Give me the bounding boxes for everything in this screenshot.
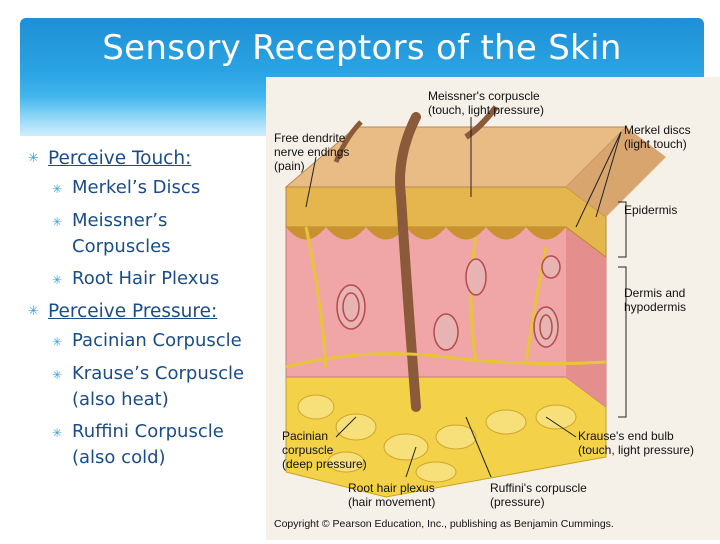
sub-bullet-text: Meissner’s Corpuscles [72,210,171,257]
skin-illustration [284,105,666,498]
copyright-text: Copyright © Pearson Education, Inc., pub… [274,518,614,530]
asterisk-bullet-icon: ✳ [52,182,63,196]
bullet-pressure: ✳ Perceive Pressure: [28,301,268,322]
sub-bullet-text: Merkel’s Discs [72,177,201,198]
label-free-dendrite: Free dendrite nerve endings (pain) [274,131,350,173]
sub-bullet: ✳ Pacinian Corpuscle [52,328,268,355]
asterisk-bullet-icon: ✳ [52,426,63,440]
sub-bullet-text: Krause’s Corpuscle (also heat) [72,363,245,410]
sub-bullet-text: Ruffini Corpuscle (also cold) [72,421,224,468]
sub-bullet: ✳ Root Hair Plexus [52,266,268,293]
sub-bullet-text: Root Hair Plexus [72,268,220,289]
sub-bullet: ✳ Meissner’s Corpuscles [52,208,268,260]
label-root-hair: Root hair plexus (hair movement) [348,481,436,509]
asterisk-bullet-icon: ✳ [28,151,39,166]
asterisk-bullet-icon: ✳ [28,304,39,319]
label-krause: Krause's end bulb (touch, light pressure… [578,429,695,457]
label-meissner: Meissner's corpuscle (touch, light press… [428,89,545,117]
asterisk-bullet-icon: ✳ [52,273,63,287]
bullet-heading: Perceive Pressure: [48,301,218,322]
label-merkel: Merkel discs (light touch) [624,123,691,151]
label-dermis: Dermis and hypodermis [624,286,687,314]
sub-bullet-text: Pacinian Corpuscle [72,330,242,351]
asterisk-bullet-icon: ✳ [52,215,63,229]
slide-title: Sensory Receptors of the Skin [102,28,622,68]
bullet-list: ✳ Perceive Touch: ✳ Merkel’s Discs ✳ Meiss… [28,144,268,471]
label-pacinian: Pacinian corpuscle (deep pressure) [282,429,367,471]
skin-diagram: Meissner's corpuscle (touch, light press… [266,77,720,540]
asterisk-bullet-icon: ✳ [52,335,63,349]
bullet-touch: ✳ Perceive Touch: [28,148,268,169]
sub-bullet: ✳ Merkel’s Discs [52,175,268,202]
sub-bullet: ✳ Ruffini Corpuscle (also cold) [52,419,268,471]
sub-bullet: ✳ Krause’s Corpuscle (also heat) [52,361,268,413]
asterisk-bullet-icon: ✳ [52,368,63,382]
bullet-heading: Perceive Touch: [48,148,192,169]
label-ruffini: Ruffini's corpuscle (pressure) [490,481,587,509]
label-epidermis: Epidermis [624,203,678,217]
